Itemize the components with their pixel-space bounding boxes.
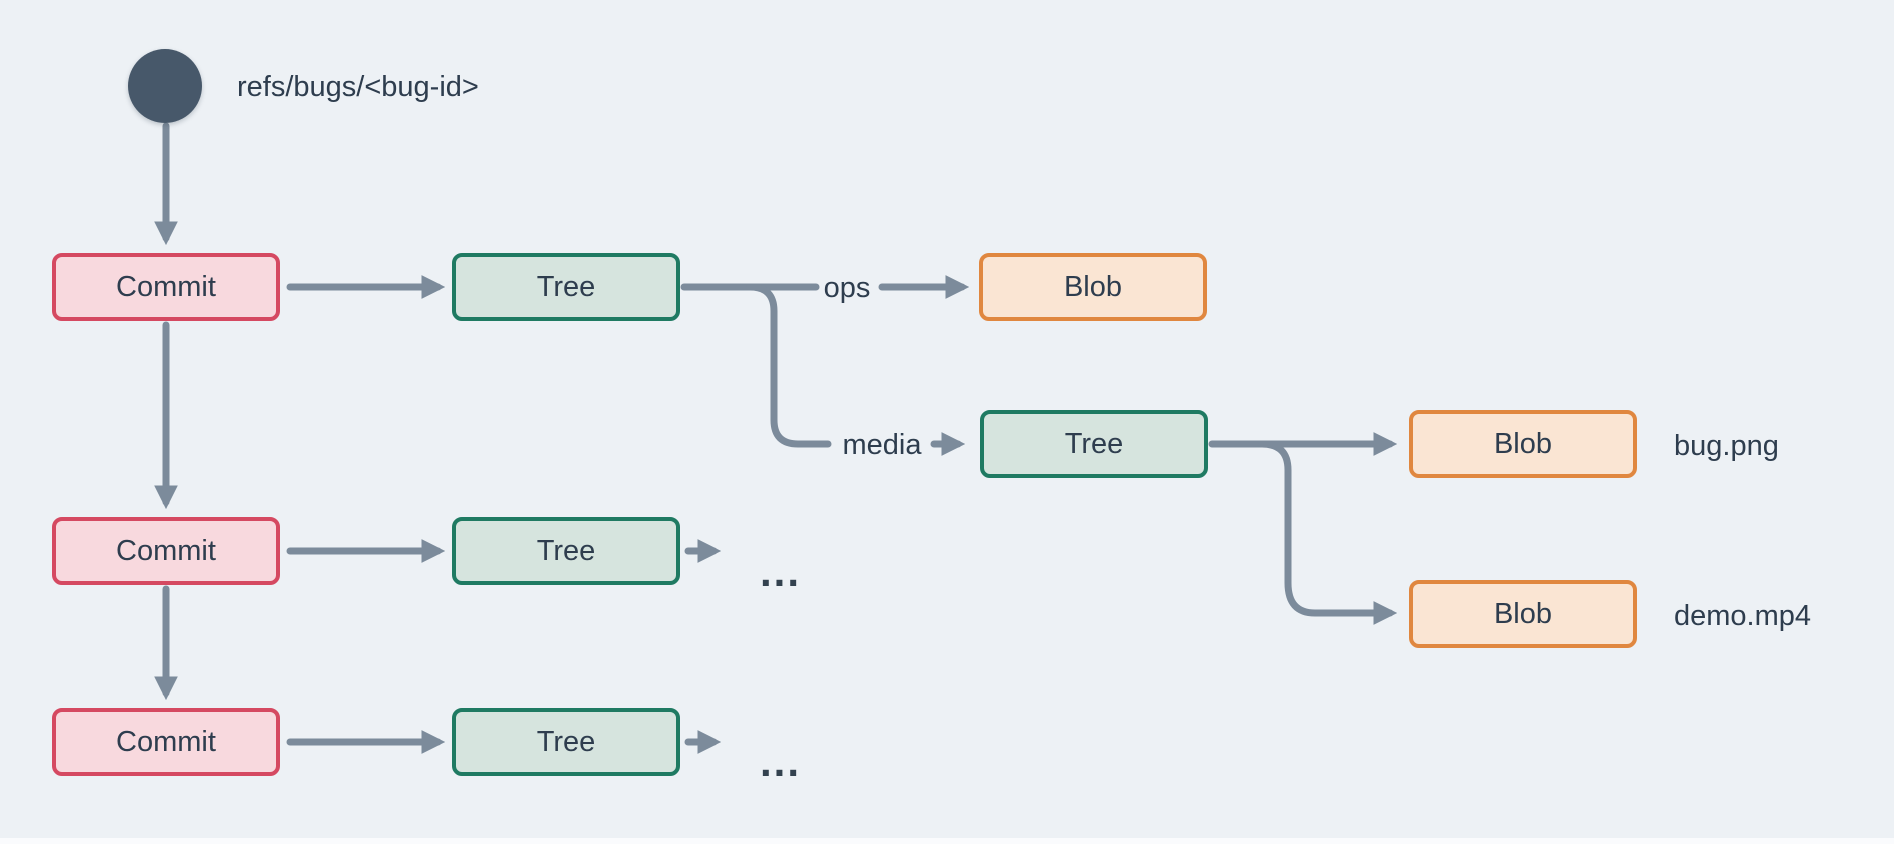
blob-demo-label: Blob bbox=[1493, 597, 1553, 630]
blob-bug-label: Blob bbox=[1493, 427, 1553, 460]
tree-3-label: Tree bbox=[536, 725, 596, 758]
blob-node-demo: Blob bbox=[1409, 580, 1637, 648]
tree-node-1: Tree bbox=[452, 253, 680, 321]
bottom-strip bbox=[0, 838, 1894, 844]
commit-node-2: Commit bbox=[52, 517, 280, 585]
ref-label: refs/bugs/<bug-id> bbox=[237, 71, 479, 103]
commit-3-label: Commit bbox=[116, 725, 216, 758]
commit-1-label: Commit bbox=[116, 270, 216, 303]
tree-2-label: Tree bbox=[536, 534, 596, 567]
blob-node-ops: Blob bbox=[979, 253, 1207, 321]
edge-tree1-branch-to-media-label bbox=[746, 283, 832, 448]
edge-label-ops: ops bbox=[823, 272, 871, 304]
blob-ops-label: Blob bbox=[1063, 270, 1123, 303]
tree-media-label: Tree bbox=[1064, 427, 1124, 460]
commit-node-1: Commit bbox=[52, 253, 280, 321]
file-label-bug-png: bug.png bbox=[1674, 430, 1779, 462]
ellipsis-row3: ... bbox=[760, 738, 802, 785]
file-label-demo-mp4: demo.mp4 bbox=[1674, 600, 1812, 632]
edge-treemedia-branch-to-blob-demo bbox=[1258, 440, 1398, 625]
commit-2-label: Commit bbox=[116, 534, 216, 567]
tree-node-3: Tree bbox=[452, 708, 680, 776]
ref-node bbox=[128, 49, 202, 123]
blob-node-bug: Blob bbox=[1409, 410, 1637, 478]
ellipsis-row2: ... bbox=[760, 548, 802, 595]
tree-node-media: Tree bbox=[980, 410, 1208, 478]
edge-label-media: media bbox=[842, 429, 922, 461]
commit-node-3: Commit bbox=[52, 708, 280, 776]
tree-1-label: Tree bbox=[536, 270, 596, 303]
tree-node-2: Tree bbox=[452, 517, 680, 585]
